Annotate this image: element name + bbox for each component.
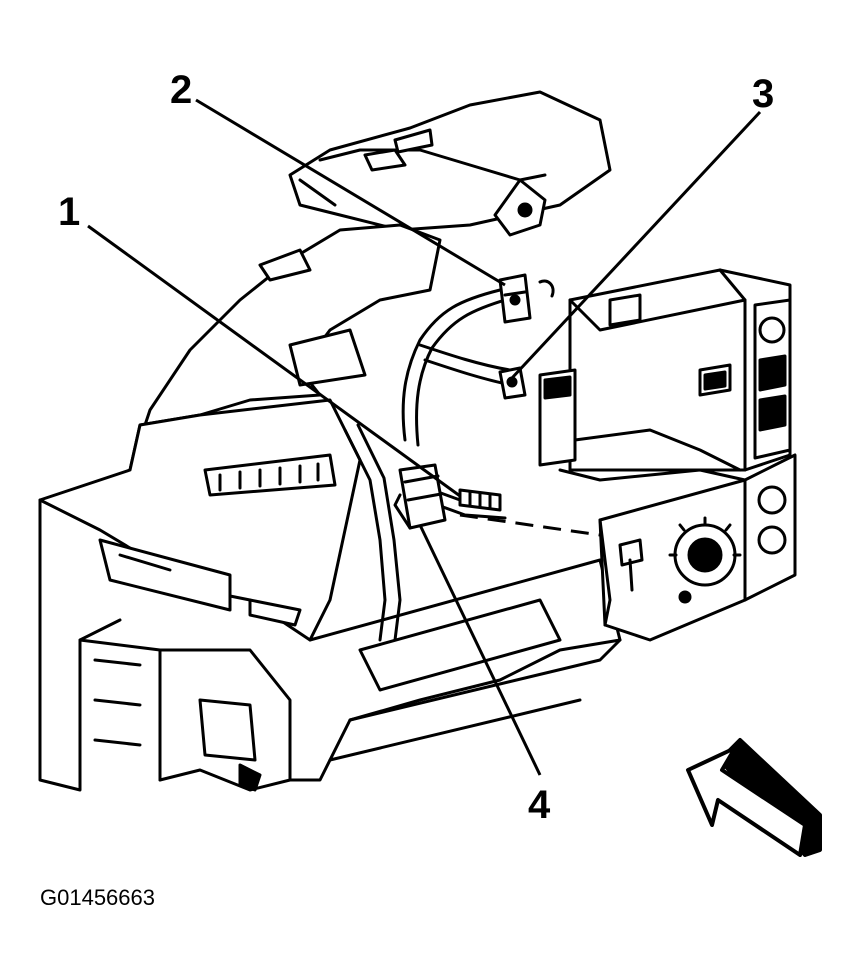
callout-2: 2: [170, 68, 192, 112]
leader-lines: [87, 98, 762, 776]
cluster-housing: [538, 268, 792, 482]
dash-panel: [38, 223, 442, 792]
headlamp-switch-module: [598, 453, 797, 642]
callout-1: 1: [58, 190, 80, 234]
forward-arrow-icon: [686, 738, 822, 857]
leader-line-3: [510, 110, 762, 380]
leader-line-4: [418, 524, 542, 776]
wiring-harness: [343, 288, 514, 642]
connector-1: [458, 488, 502, 512]
leader-line-1: [87, 224, 461, 498]
callout-4: 4: [528, 783, 551, 827]
callout-3: 3: [752, 72, 774, 116]
steering-column: [288, 90, 612, 237]
connector-4: [393, 463, 447, 530]
figure-id: G01456663: [40, 885, 155, 910]
alignment-dashed-line: [459, 513, 601, 537]
connector-2: [498, 273, 555, 324]
leader-line-2: [195, 98, 506, 287]
connector-3: [498, 366, 527, 400]
